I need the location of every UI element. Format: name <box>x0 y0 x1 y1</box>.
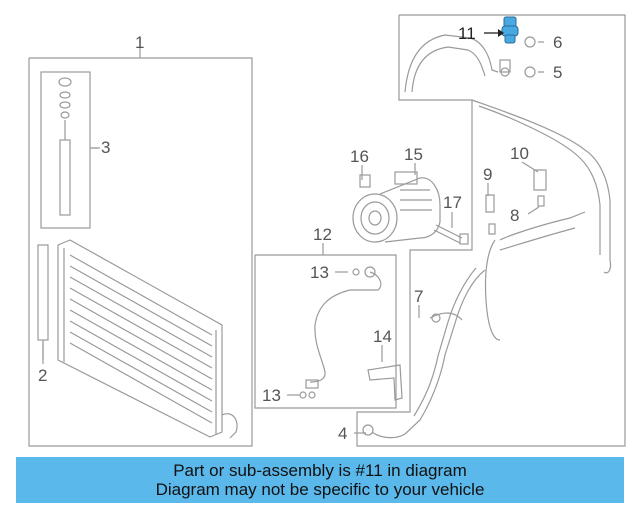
callout-9: 9 <box>483 165 492 184</box>
receiver-drier-illustration <box>40 71 100 229</box>
callout-11[interactable]: 11 <box>458 24 476 43</box>
callout-7: 7 <box>414 287 423 306</box>
washer-illustrations <box>308 36 536 399</box>
callout-labels: 1 2 3 4 5 6 7 8 9 10 11 12 13 13 14 15 1… <box>38 24 562 443</box>
callout-12: 12 <box>313 225 332 244</box>
callout-17: 17 <box>443 193 462 212</box>
condenser-group-frame <box>28 57 253 447</box>
info-banner: Part or sub-assembly is #11 in diagram D… <box>16 457 624 503</box>
banner-line-part: Part or sub-assembly is #11 in diagram <box>173 461 467 480</box>
bracket-illustration <box>367 364 403 401</box>
banner-line-disclaimer: Diagram may not be specific to your vehi… <box>155 480 485 499</box>
callout-13-upper: 13 <box>310 263 329 282</box>
callout-15: 15 <box>404 145 423 164</box>
callout-6: 6 <box>553 33 562 52</box>
callout-1: 1 <box>135 33 144 52</box>
callout-5: 5 <box>553 63 562 82</box>
callout-4: 4 <box>338 424 347 443</box>
callout-2: 2 <box>38 366 47 385</box>
callout-16: 16 <box>350 147 369 166</box>
callout-14: 14 <box>373 327 392 346</box>
hose-assembly-group <box>254 243 397 409</box>
callout-leaders <box>42 41 544 434</box>
callout-13-lower: 13 <box>262 386 281 405</box>
condenser-assembly-group <box>28 48 253 447</box>
refrigerant-lines-group <box>356 14 626 447</box>
callout-10: 10 <box>510 144 529 163</box>
pressure-switch-part-11[interactable] <box>484 16 519 44</box>
bolt-illustration <box>433 224 469 245</box>
compressor-illustration <box>352 171 441 243</box>
callout-8: 8 <box>510 206 519 225</box>
callout-3: 3 <box>101 138 110 157</box>
condenser-core-illustration <box>37 239 238 439</box>
